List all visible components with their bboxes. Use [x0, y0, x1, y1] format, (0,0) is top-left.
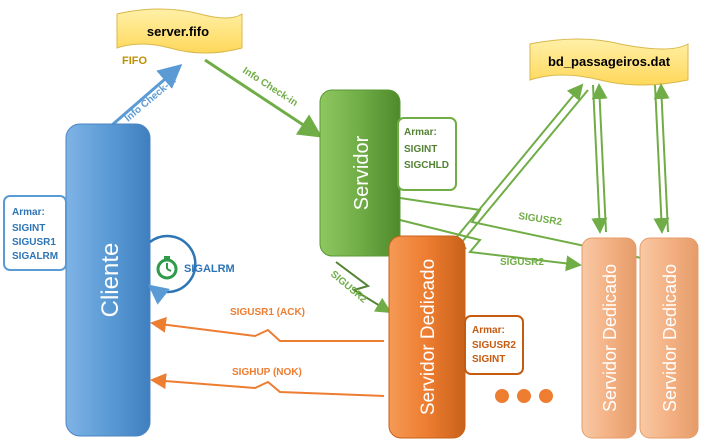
- arrow-nok: [150, 373, 385, 397]
- servidor-note-line-1: SIGINT: [404, 144, 437, 155]
- cliente-note-line-2: SIGUSR1: [12, 237, 56, 248]
- arrow-ack: [150, 316, 384, 342]
- arrow-others-to-db-a: [591, 83, 608, 233]
- arrow-db-to-others-b: [653, 84, 670, 234]
- fifo-shape: [116, 8, 243, 54]
- arrow-client-to-fifo: [111, 64, 183, 127]
- dedicado-other-box-1: [581, 237, 637, 439]
- stopwatch-icon: [156, 256, 178, 280]
- servidor-note-line-2: SIGCHLD: [404, 160, 449, 171]
- arrow-server-to-others-2-label: SIGUSR2: [500, 257, 544, 268]
- servidor-note-title: Armar:: [404, 127, 437, 138]
- dedicado-note-line-1: SIGUSR2: [472, 340, 516, 351]
- arrow-server-to-others-1: [399, 197, 662, 267]
- cliente-note: [3, 195, 67, 271]
- arrow-db-to-dedicado-a: [450, 89, 589, 256]
- dedicado-other-label-2: Servidor Dedicado: [660, 264, 680, 412]
- fifo-type-label: FIFO: [122, 55, 147, 67]
- cliente-label: Cliente: [97, 243, 124, 318]
- dedicado-other-box-2: [639, 237, 699, 439]
- dedicado-note: [464, 315, 524, 375]
- dedicado-note-line-2: SIGINT: [472, 354, 505, 365]
- dedicado-label: Servidor Dedicado: [418, 259, 439, 415]
- arrow-fifo-to-server: [204, 58, 323, 138]
- arrow-ack-label: SIGUSR1 (ACK): [230, 307, 305, 318]
- alarm-loop-arrow: [148, 234, 197, 305]
- arrow-db-to-others-a: [591, 84, 608, 234]
- arrow-server-to-dedicado: [335, 261, 392, 314]
- dedicado-note-title: Armar:: [472, 325, 505, 336]
- db-shape: [529, 38, 689, 86]
- fifo-name: server.fifo: [147, 24, 209, 39]
- cliente-note-line-3: SIGALRM: [12, 251, 58, 262]
- ellipsis-dots: [495, 389, 553, 403]
- cliente-box: [65, 123, 151, 437]
- arrow-dedicado-to-db-a: [445, 83, 584, 251]
- dedicado-other-label-1: Servidor Dedicado: [600, 264, 620, 412]
- db-name: bd_passageiros.dat: [548, 54, 671, 69]
- alarm-label: SIGALRM: [184, 263, 235, 275]
- arrow-server-to-others-2: [399, 219, 582, 272]
- arrow-client-to-fifo-label: Info Check-in: [123, 75, 179, 124]
- cliente-note-title: Armar:: [12, 207, 45, 218]
- servidor-note: [397, 117, 457, 191]
- servidor-label: Servidor: [351, 135, 373, 210]
- arrow-server-to-others-1-label: SIGUSR2: [518, 211, 563, 228]
- arrow-nok-label: SIGHUP (NOK): [232, 367, 302, 378]
- cliente-note-line-1: SIGINT: [12, 223, 45, 234]
- arrow-others-to-db-b: [653, 83, 670, 233]
